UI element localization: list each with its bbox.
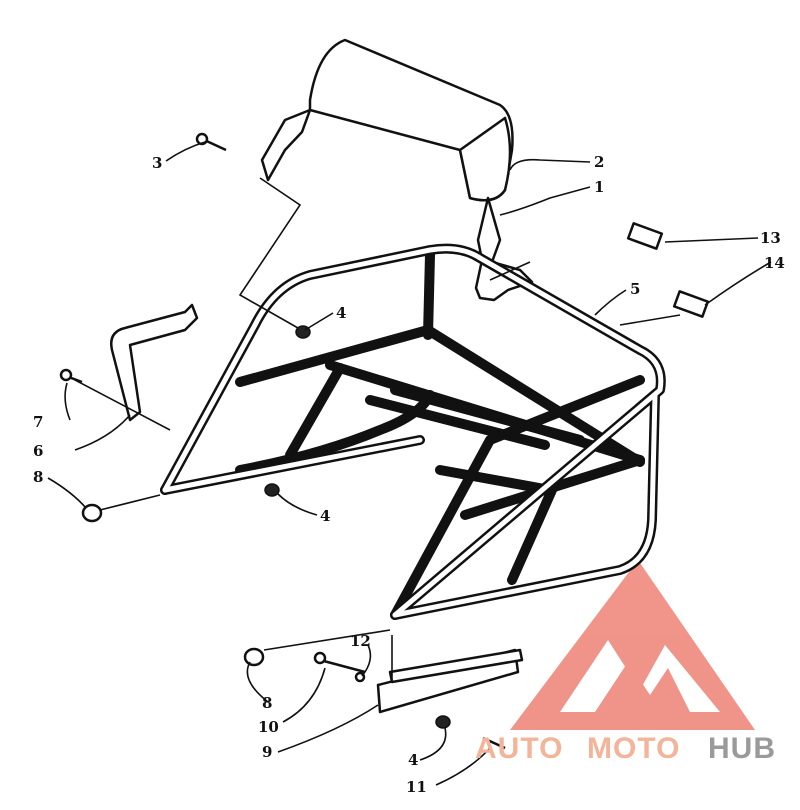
- callout-4-top: 4: [336, 304, 346, 322]
- fasteners: [59, 132, 506, 750]
- nut-4b: [264, 483, 280, 497]
- callout-11: 11: [406, 778, 427, 796]
- nut-4c: [435, 715, 451, 729]
- callout-4-bottom: 4: [408, 751, 418, 769]
- callout-3: 3: [152, 154, 162, 172]
- watermark-text: AUTO MOTO HUB: [475, 732, 776, 765]
- triangle-m-logo: [510, 560, 755, 730]
- callout-numbers: 3 2 1 13 14 5 4 7 6 8 4 12 8 10 9 4 11: [33, 153, 785, 796]
- leader-lines: [47, 141, 772, 786]
- backrest-pad: [260, 38, 514, 202]
- callout-6: 6: [33, 442, 43, 460]
- mounting-plate: [376, 648, 524, 714]
- callout-8-left: 8: [33, 468, 43, 486]
- callout-5: 5: [630, 280, 640, 298]
- cap-8a: [81, 503, 103, 523]
- bolt-10: [319, 658, 366, 674]
- callout-13: 13: [760, 229, 781, 247]
- screw-11: [482, 736, 506, 750]
- callout-1: 1: [594, 178, 604, 196]
- watermark-word-moto: MOTO: [587, 732, 680, 765]
- watermark-word-hub: HUB: [708, 732, 776, 765]
- callout-2: 2: [594, 153, 604, 171]
- cap-8b: [243, 647, 265, 667]
- callout-9: 9: [262, 743, 272, 761]
- callout-14: 14: [764, 254, 785, 272]
- watermark-word-auto: AUTO: [475, 732, 563, 765]
- reflector-14: [672, 290, 710, 318]
- callout-7: 7: [33, 413, 43, 431]
- reflector-13: [626, 222, 664, 250]
- grab-handle: [110, 303, 199, 422]
- callout-4-mid: 4: [320, 507, 330, 525]
- callout-12: 12: [350, 632, 371, 650]
- rack-frame: [160, 243, 666, 620]
- callout-8-bottom: 8: [262, 694, 272, 712]
- callout-10: 10: [258, 718, 279, 736]
